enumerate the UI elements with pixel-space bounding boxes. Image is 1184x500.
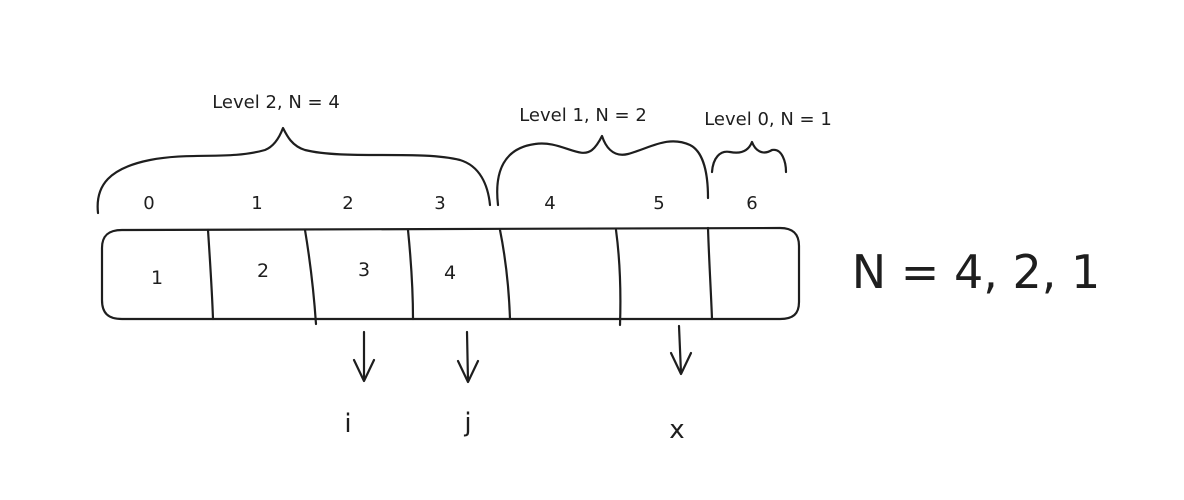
down-arrow-icon (352, 330, 376, 383)
level-1-label: Level 1, N = 2 (519, 105, 647, 126)
cell-value: 4 (444, 262, 456, 284)
down-arrow-icon (456, 330, 480, 384)
level-0-brace (710, 140, 788, 174)
cell-divider (206, 228, 215, 321)
index-label: 3 (434, 193, 445, 214)
cell-divider (406, 228, 415, 321)
pointer-label-x: x (669, 415, 684, 445)
index-label: 1 (251, 193, 262, 214)
array-outline (100, 226, 801, 321)
cell-divider (498, 228, 512, 321)
level-2-brace (96, 126, 492, 215)
cell-value: 3 (358, 259, 370, 281)
pointer-label-j: j (463, 408, 471, 438)
cell-divider (706, 226, 714, 321)
level-1-brace (496, 134, 710, 207)
index-label: 0 (143, 193, 154, 214)
level-2-label: Level 2, N = 4 (212, 92, 340, 113)
index-label: 2 (342, 193, 353, 214)
index-label: 6 (746, 193, 757, 214)
pointer-label-i: i (344, 409, 351, 439)
level-0-label: Level 0, N = 1 (704, 109, 832, 130)
down-arrow-icon (669, 324, 693, 376)
cell-value: 1 (151, 267, 163, 289)
summary-text: N = 4, 2, 1 (852, 245, 1101, 299)
index-label: 4 (544, 193, 555, 214)
cell-divider (614, 228, 622, 327)
cell-divider (303, 228, 318, 326)
cell-value: 2 (257, 260, 269, 282)
index-label: 5 (653, 193, 664, 214)
